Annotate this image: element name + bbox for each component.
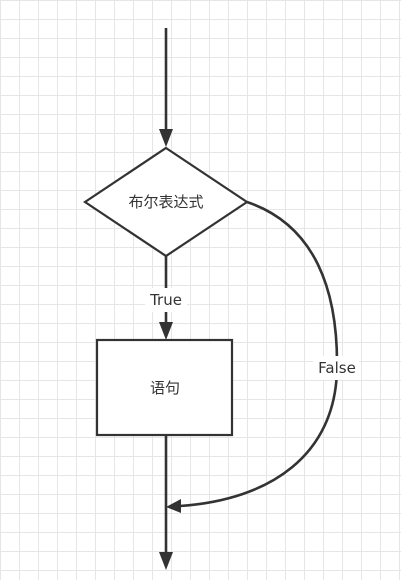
entry-arrowhead bbox=[159, 129, 173, 147]
statement-box bbox=[95, 338, 234, 437]
true-label: True bbox=[149, 291, 182, 309]
decision-label: 布尔表达式 bbox=[128, 193, 203, 211]
exit-arrowhead bbox=[159, 552, 173, 570]
false-arrowhead bbox=[166, 499, 181, 513]
true-arrowhead bbox=[159, 322, 173, 340]
statement-label: 语句 bbox=[150, 379, 180, 397]
false-label: False bbox=[318, 359, 356, 377]
